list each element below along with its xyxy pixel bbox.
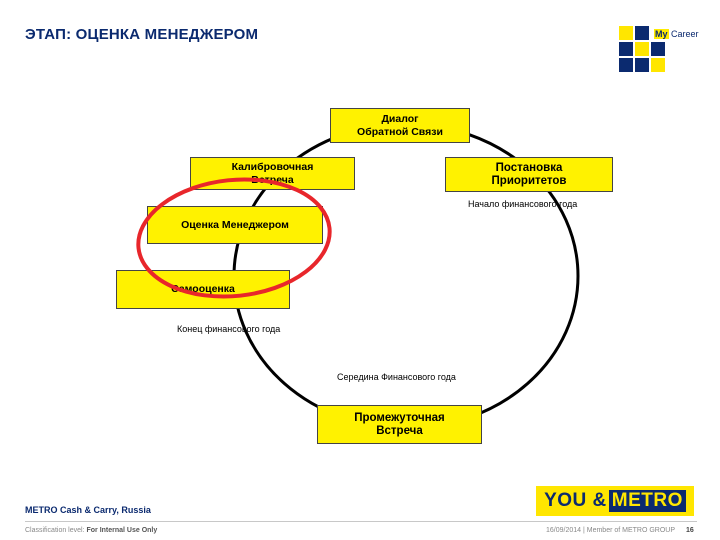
- brand-you: YOU &: [544, 490, 607, 511]
- logo-career: Career: [671, 29, 699, 39]
- label-fy-start: Начало финансового года: [468, 199, 578, 209]
- box-calibration: Калибровочная Встреча: [190, 157, 355, 190]
- you-and-metro-logo: YOU & METRO: [536, 486, 694, 516]
- logo-my: My: [654, 29, 669, 39]
- my-career-logo: [619, 26, 669, 76]
- logo-square: [651, 58, 665, 72]
- footer-date-member: 16/09/2014 | Member of METRO GROUP: [546, 527, 676, 534]
- footer-company: METRO Cash & Carry, Russia: [25, 505, 151, 515]
- box-priorities: Постановка Приоритетов: [445, 157, 613, 192]
- page-number: 16: [686, 527, 694, 534]
- classification-value: For Internal Use Only: [86, 527, 158, 534]
- footer-classification: Classification level: For Internal Use O…: [25, 527, 157, 534]
- page-title: ЭТАП: ОЦЕНКА МЕНЕДЖЕРОМ: [25, 26, 259, 43]
- logo-square: [651, 42, 665, 56]
- logo-square: [619, 58, 633, 72]
- logo-text: My Career: [654, 29, 699, 39]
- logo-square: [619, 42, 633, 56]
- logo-square: [635, 26, 649, 40]
- classification-prefix: Classification level:: [25, 527, 87, 534]
- box-feedback-dialog: Диалог Обратной Связи: [330, 108, 470, 143]
- box-manager-assessment: Оценка Менеджером: [147, 206, 323, 244]
- box-self-assessment: Самооценка: [116, 270, 290, 309]
- box-interim-meeting: Промежуточная Встреча: [317, 405, 482, 444]
- logo-square: [619, 26, 633, 40]
- label-fy-end: Конец финансового года: [177, 324, 281, 334]
- label-fy-mid: Середина Финансового года: [337, 372, 456, 382]
- footer-divider: [25, 521, 697, 522]
- logo-square: [635, 58, 649, 72]
- highlight-ellipse: [136, 177, 332, 299]
- logo-square: [635, 42, 649, 56]
- brand-metro: METRO: [608, 490, 686, 512]
